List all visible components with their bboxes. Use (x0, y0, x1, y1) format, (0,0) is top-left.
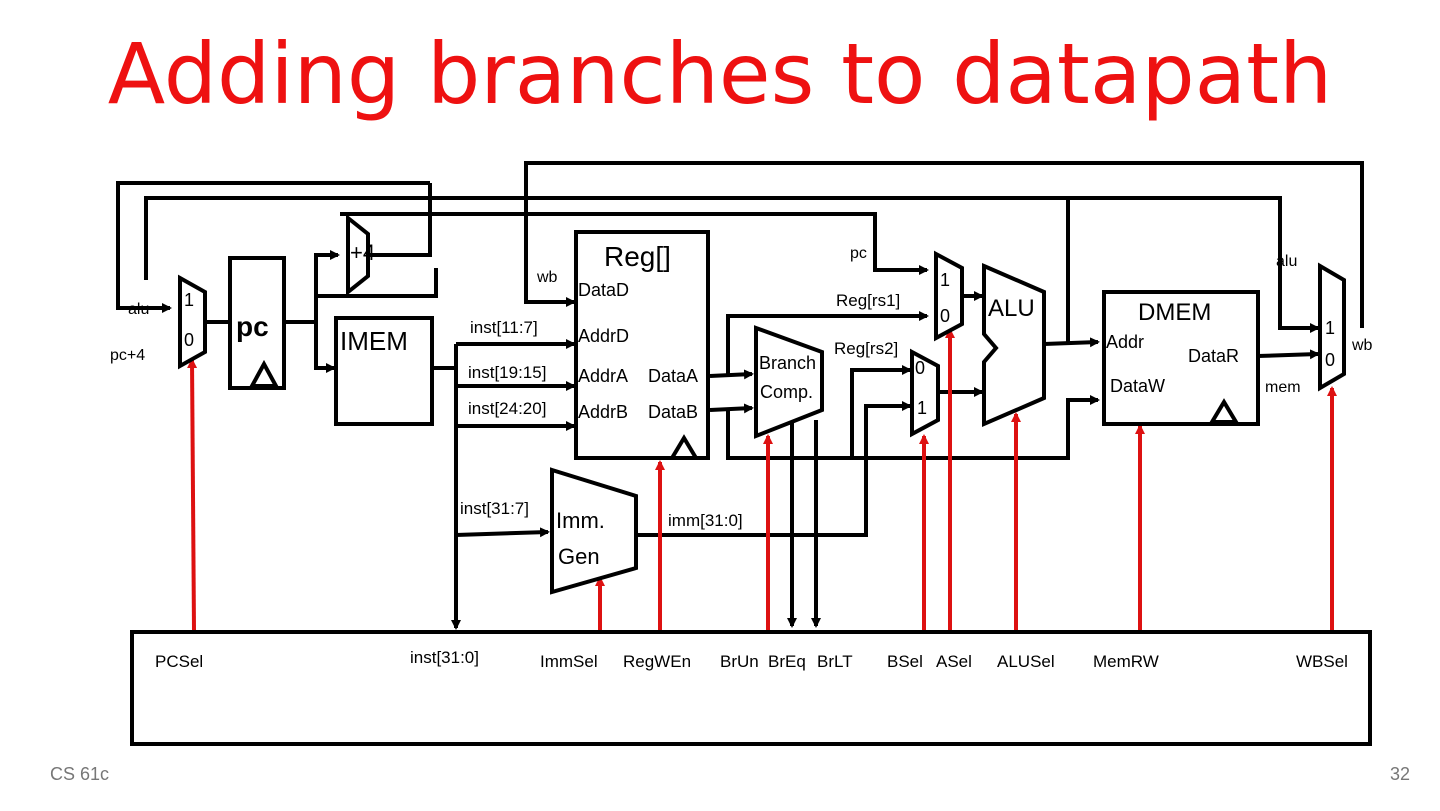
a-mux (934, 250, 964, 342)
pc-register (228, 256, 286, 390)
b-mux-0: 0 (915, 358, 925, 378)
wire-rs2-to-bmux (850, 365, 912, 458)
slide-title: Adding branches to datapath (107, 25, 1333, 123)
control-signal-alusel: ALUSel (997, 652, 1055, 671)
wire-inst-31-7 (455, 527, 550, 538)
control-signal-breq: BrEq (768, 652, 806, 671)
reg-addrd: AddrD (578, 326, 629, 346)
branch-comp-label-2: Comp. (760, 382, 813, 402)
pc-mux-0: 0 (184, 330, 194, 350)
dmem-title: DMEM (1138, 299, 1211, 326)
dmem-clock-icon (1208, 398, 1240, 424)
ctl-pcsel (187, 358, 198, 631)
reg-addra: AddrA (578, 366, 628, 386)
control-signal-immsel: ImmSel (540, 652, 598, 671)
dmem-datar: DataR (1188, 346, 1239, 366)
dmem-dataw: DataW (1110, 376, 1165, 396)
wire-rs1 (726, 311, 929, 376)
b-mux-1: 1 (917, 398, 927, 418)
label-reg-rs1: Reg[rs1] (836, 291, 900, 310)
control-signal-asel: ASel (936, 652, 972, 671)
pc-mux-1: 1 (184, 290, 194, 310)
dmem-addr: Addr (1106, 332, 1144, 352)
wire-alu-out (1043, 337, 1100, 348)
label-pc-plus-4: pc+4 (110, 347, 145, 364)
label-wb-right: wb (1351, 337, 1373, 354)
branch-comp-block (754, 325, 824, 439)
wire-datar-to-wbmux (1257, 349, 1320, 360)
control-signal-memrw: MemRW (1093, 652, 1159, 671)
wire-datab (709, 403, 754, 414)
control-signal-regwen: RegWEn (623, 652, 691, 671)
label-inst-31-7: inst[31:7] (460, 499, 529, 518)
alu-label: ALU (988, 295, 1035, 322)
imm-gen-block (550, 467, 638, 595)
footer-page-number: 32 (1389, 764, 1410, 784)
adder-label: +4 (350, 240, 375, 265)
wb-mux-1: 1 (1325, 318, 1335, 338)
label-wb-left: wb (536, 269, 558, 286)
wire-pc-to-imem (314, 322, 336, 373)
imm-gen-label-1: Imm. (556, 508, 605, 533)
wb-mux (1318, 262, 1346, 392)
wire-imm (636, 401, 912, 537)
control-signal-brlt: BrLT (817, 652, 853, 671)
control-wires (187, 328, 1337, 631)
branch-comp-label-1: Branch (759, 353, 816, 373)
reg-addrb: AddrB (578, 402, 628, 422)
wb-mux-0: 0 (1325, 350, 1335, 370)
label-imm: imm[31:0] (668, 511, 743, 530)
wire-alu-to-wbmux (1068, 196, 1320, 333)
pc-clock-icon (248, 359, 280, 388)
label-alu-left: alu (128, 301, 149, 318)
wire-pc-to-amux (316, 268, 438, 298)
label-reg-rs2: Reg[rs2] (834, 339, 898, 358)
reg-dataa: DataA (648, 366, 698, 386)
wire-pcplus4-feedback (144, 196, 1068, 280)
pc-mux (178, 274, 207, 370)
label-alu-right: alu (1276, 253, 1297, 270)
a-mux-0: 0 (940, 306, 950, 326)
control-unit (130, 630, 1372, 746)
adder-block (346, 213, 370, 297)
label-inst-24-20: inst[24:20] (468, 399, 546, 418)
control-signal-wbsel: WBSel (1296, 652, 1348, 671)
a-mux-1: 1 (940, 270, 950, 290)
wire-rs2 (726, 395, 1100, 460)
register-file (574, 230, 710, 460)
control-signal-labels: PCSel ImmSel RegWEn BrUn BrEq BrLT BSel ASel ALU… (155, 652, 1348, 671)
label-pc-right: pc (850, 245, 867, 262)
wire-pc-to-adder (314, 250, 340, 322)
pc-label: pc (236, 311, 269, 342)
control-signal-brun: BrUn (720, 652, 759, 671)
wire-alu-to-pc-mux (116, 181, 430, 313)
wire-pc-top (340, 212, 929, 275)
reg-datab: DataB (648, 402, 698, 422)
label-inst-19-15: inst[19:15] (468, 363, 546, 382)
control-signal-bsel: BSel (887, 652, 923, 671)
b-mux (910, 348, 940, 438)
imem-block (334, 316, 434, 426)
reg-datad: DataD (578, 280, 629, 300)
wire-dataa (709, 369, 754, 380)
imem-label: IMEM (340, 326, 408, 356)
label-inst-11-7: inst[11:7] (470, 318, 538, 337)
imm-gen-label-2: Gen (558, 544, 600, 569)
reg-clock-icon (668, 434, 700, 460)
datapath-wires (116, 161, 1364, 630)
wire-wb-to-datad (524, 161, 1364, 328)
control-inst: inst[31:0] (410, 648, 479, 667)
footer-course: CS 61c (50, 764, 110, 784)
alu-block (982, 262, 1046, 428)
wire-pc-plus4 (368, 183, 432, 257)
reg-title: Reg[] (604, 241, 671, 272)
control-signal-pcsel: PCSel (155, 652, 203, 671)
label-mem: mem (1265, 379, 1301, 396)
dmem-block (1102, 290, 1260, 426)
